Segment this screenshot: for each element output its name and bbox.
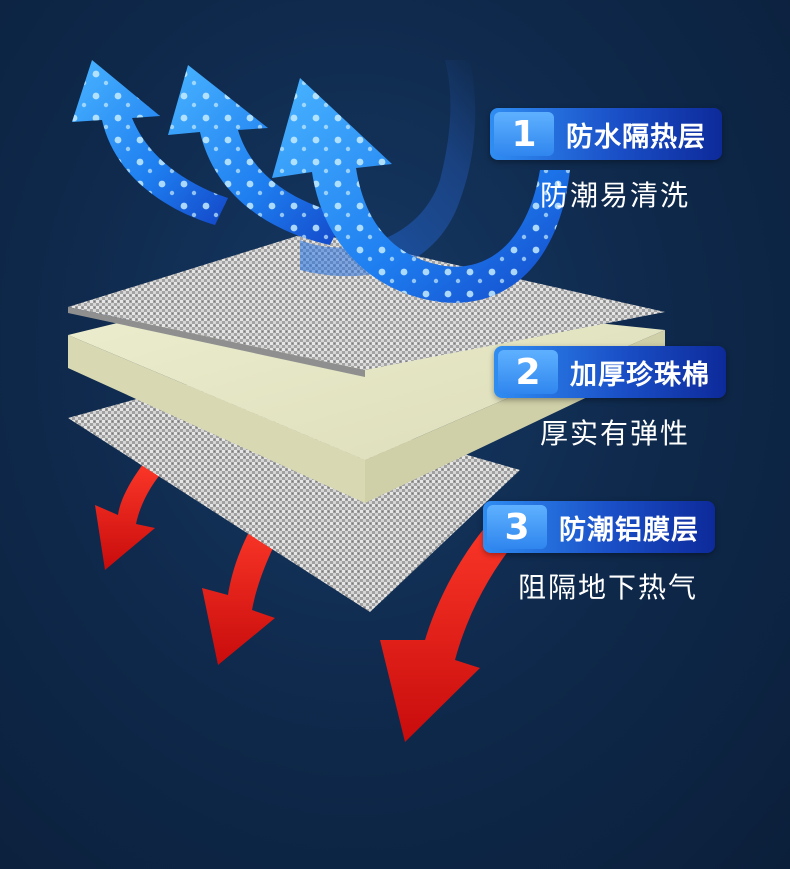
- layer-1-badge: 1 防水隔热层: [490, 108, 722, 160]
- blue-arrow-tail: [300, 60, 476, 277]
- red-down-arrow-icon: [202, 510, 282, 665]
- layer-1-subtitle: 防潮易清洗: [540, 179, 691, 212]
- layer-1-title: 防水隔热层: [566, 121, 706, 153]
- layer-2-subtitle: 厚实有弹性: [540, 417, 691, 450]
- heat-arrow-group: [95, 455, 525, 742]
- layer-2-title: 加厚珍珠棉: [570, 359, 710, 391]
- cold-arrow-group: [72, 60, 570, 303]
- layer-3-badge: 3 防潮铝膜层: [483, 501, 715, 553]
- layer-1-number: 1: [494, 112, 554, 156]
- red-down-arrow-icon: [95, 455, 168, 570]
- layer-3-title: 防潮铝膜层: [559, 514, 699, 546]
- foil-layer-top: [68, 232, 665, 377]
- red-down-arrow-icon: [380, 505, 525, 742]
- layer-3-subtitle: 阻隔地下热气: [518, 571, 699, 604]
- layer-2-number: 2: [498, 350, 558, 394]
- layer-3-number: 3: [487, 505, 547, 549]
- layer-2-badge: 2 加厚珍珠棉: [494, 346, 726, 398]
